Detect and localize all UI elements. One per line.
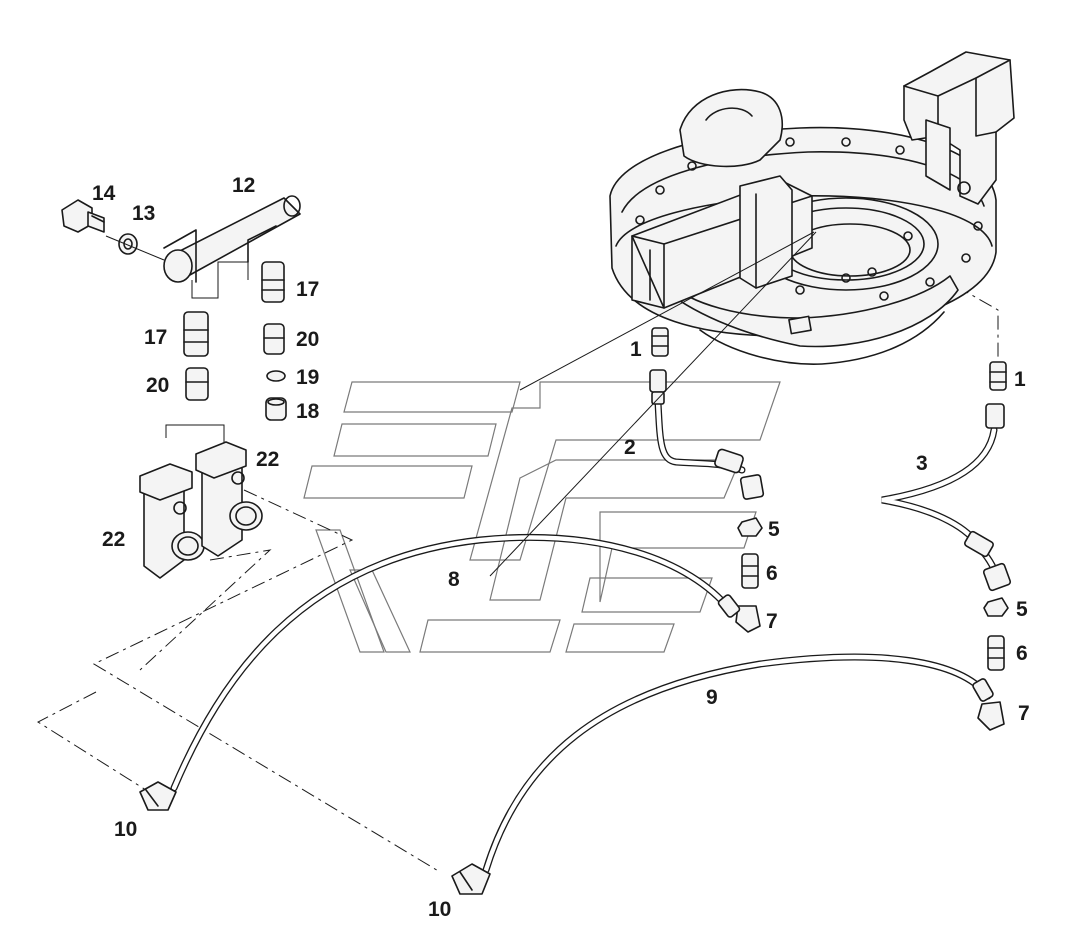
callout-20-left: 20 — [146, 374, 169, 397]
callout-5-right: 5 — [1016, 598, 1028, 621]
turntable-housing — [609, 51, 1015, 365]
callout-7-right: 7 — [1018, 702, 1030, 725]
callout-19: 19 — [296, 366, 319, 389]
valve-22-left — [139, 463, 205, 579]
callout-2: 2 — [624, 436, 636, 459]
fitting-20-left — [185, 367, 209, 401]
fitting-17-left — [183, 311, 209, 357]
manifold-tube-12 — [163, 195, 301, 283]
o-ring-19 — [266, 370, 286, 382]
callout-1-left: 1 — [630, 338, 642, 361]
callout-6-right: 6 — [1016, 642, 1028, 665]
callout-5-left: 5 — [768, 518, 780, 541]
callout-17-left: 17 — [144, 326, 167, 349]
callout-3: 3 — [916, 452, 928, 475]
callout-10-bottom: 10 — [428, 898, 451, 921]
bolt-14 — [61, 199, 105, 233]
plug-18 — [265, 397, 287, 421]
callout-14: 14 — [92, 182, 116, 205]
callout-17-right: 17 — [296, 278, 319, 301]
leader-lines — [489, 231, 817, 577]
hydraulic-line-2 — [649, 369, 765, 500]
washer-13 — [105, 233, 165, 261]
hydraulic-line-8 — [139, 534, 741, 811]
fitting-stack-left — [735, 517, 763, 633]
valve-22-right — [195, 441, 263, 557]
fitting-20-right — [263, 323, 285, 355]
callout-20-right: 20 — [296, 328, 319, 351]
hydraulic-line-3 — [881, 403, 1012, 592]
callout-12: 12 — [232, 174, 255, 197]
fitting-1-right — [989, 361, 1007, 391]
assembly-lines — [36, 261, 999, 873]
callout-6-left: 6 — [766, 562, 778, 585]
fitting-stack-right — [977, 597, 1009, 731]
callout-1-right: 1 — [1014, 368, 1026, 391]
callout-9: 9 — [706, 686, 718, 709]
callout-13: 13 — [132, 202, 155, 225]
callout-22-left: 22 — [102, 528, 125, 551]
callout-22-right: 22 — [256, 448, 279, 471]
watermark-logo — [303, 381, 781, 653]
callouts: 1 1 2 3 5 5 6 6 7 7 8 9 10 10 12 13 14 1… — [92, 174, 1030, 921]
fitting-1-left — [651, 327, 669, 357]
fitting-17-right — [261, 261, 285, 303]
callout-10-left: 10 — [114, 818, 137, 841]
callout-7-left: 7 — [766, 610, 778, 633]
callout-8: 8 — [448, 568, 460, 591]
hydraulic-line-9 — [451, 653, 994, 895]
callout-18: 18 — [296, 400, 320, 423]
